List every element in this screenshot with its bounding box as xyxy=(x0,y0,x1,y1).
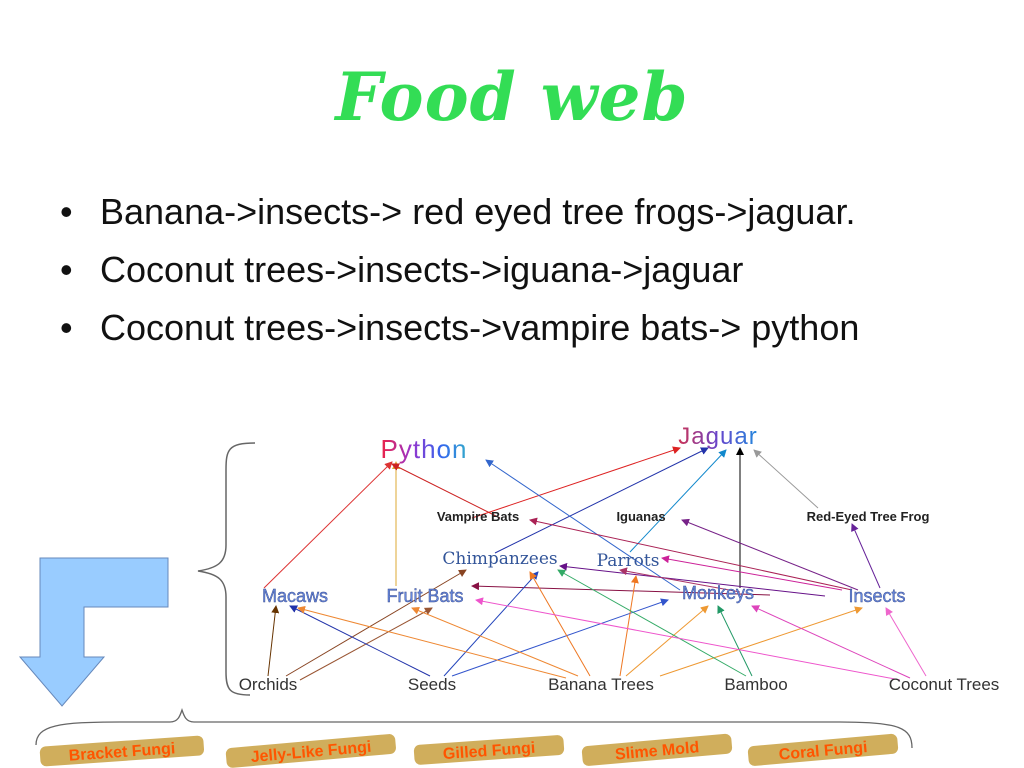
node-insects: Insects xyxy=(848,586,905,606)
group-brace xyxy=(197,442,256,696)
node-orchids: Orchids xyxy=(239,675,298,694)
node-banana-trees: Banana Trees xyxy=(548,675,654,694)
node-fruit-bats: Fruit Bats xyxy=(386,586,463,606)
decomposer-row: Bracket Fungi Jelly-Like Fungi Gilled Fu… xyxy=(39,733,899,768)
decomposer-brace xyxy=(35,707,913,749)
slide-title: Food web xyxy=(335,58,689,136)
node-python: Python xyxy=(381,434,468,464)
bullet-item: Coconut trees->insects->iguana->jaguar xyxy=(58,248,988,292)
node-red-eyed-tree-frog: Red-Eyed Tree Frog xyxy=(807,509,930,524)
node-vampire-bats: Vampire Bats xyxy=(437,509,519,524)
bullet-item: Coconut trees->insects->vampire bats-> p… xyxy=(58,306,988,350)
node-chimpanzees: Chimpanzees xyxy=(442,549,557,569)
node-parrots: Parrots xyxy=(597,551,660,571)
food-web-arrows xyxy=(263,446,927,681)
bullet-item: Banana->insects-> red eyed tree frogs->j… xyxy=(58,190,988,234)
node-gilled-fungi: Gilled Fungi xyxy=(442,740,535,763)
bullet-list: Banana->insects-> red eyed tree frogs->j… xyxy=(58,190,988,364)
node-jaguar: Jaguar xyxy=(678,423,757,450)
down-arrow-shape xyxy=(18,557,169,707)
node-coconut-trees: Coconut Trees xyxy=(889,675,1000,694)
node-monkeys: Monkeys xyxy=(682,583,754,603)
node-iguanas: Iguanas xyxy=(616,509,665,524)
node-bamboo: Bamboo xyxy=(724,675,787,694)
node-macaws: Macaws xyxy=(262,586,328,606)
node-seeds: Seeds xyxy=(408,675,456,694)
